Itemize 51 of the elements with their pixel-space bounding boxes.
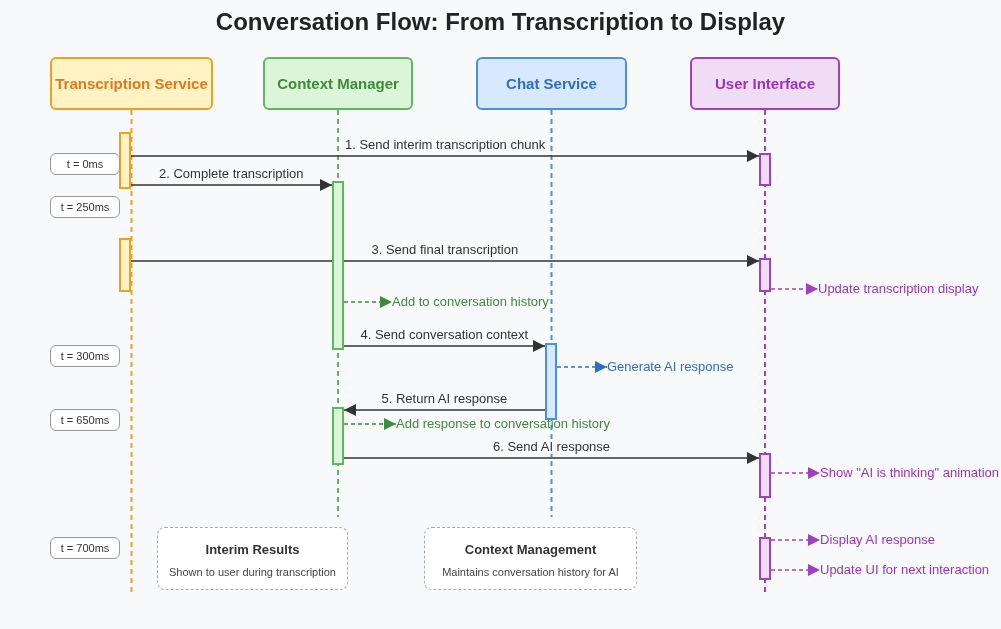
activation-bar	[332, 181, 344, 350]
dashed-arrow	[770, 564, 821, 576]
action-label: Update transcription display	[818, 281, 979, 297]
dashed-arrow	[556, 361, 608, 373]
message-arrow	[343, 404, 546, 416]
message-arrow	[343, 340, 546, 352]
activation-bar	[119, 132, 131, 189]
activation-bar	[759, 537, 771, 580]
participant-box: Transcription Service	[50, 57, 213, 110]
note-heading: Interim Results	[204, 542, 301, 557]
message-arrow	[130, 255, 760, 267]
activation-bar	[545, 343, 557, 420]
message-arrow	[343, 452, 760, 464]
timestamp-label: t = 700ms	[50, 537, 120, 559]
message-arrow	[130, 150, 760, 162]
dashed-arrow	[770, 283, 819, 295]
activation-bar	[759, 153, 771, 186]
activation-bar	[332, 407, 344, 465]
action-label: Generate AI response	[607, 359, 734, 375]
participant-box: User Interface	[690, 57, 840, 110]
note-card	[157, 527, 348, 590]
timestamp-label: t = 0ms	[50, 153, 120, 175]
action-label: Show "AI is thinking" animation	[820, 465, 1000, 481]
timestamp-label: t = 250ms	[50, 196, 120, 218]
edge-label: 2. Complete transcription	[157, 166, 306, 181]
note-heading: Context Management	[463, 542, 598, 557]
edge-label: 4. Send conversation context	[358, 327, 531, 342]
participant-box: Chat Service	[476, 57, 627, 110]
dashed-arrow	[343, 418, 397, 430]
edge-label: 1. Send interim transcription chunk	[343, 137, 548, 152]
activation-bar	[759, 453, 771, 498]
activation-bar	[759, 258, 771, 292]
diagram-title: Conversation Flow: From Transcription to Display	[214, 8, 787, 36]
dashed-arrow	[770, 467, 821, 479]
edge-label: 3. Send final transcription	[369, 242, 521, 257]
dashed-arrow	[343, 296, 393, 308]
dashed-arrow	[770, 534, 821, 546]
note-text: Maintains conversation history for AI	[441, 566, 620, 578]
action-label: Add response to conversation history	[396, 416, 610, 432]
message-arrow	[130, 179, 333, 191]
action-label: Add to conversation history	[392, 294, 549, 310]
action-label: Display AI response	[820, 532, 935, 548]
timestamp-label: t = 650ms	[50, 409, 120, 431]
note-text: Shown to user during transcription	[168, 566, 337, 578]
note-card	[424, 527, 637, 590]
participant-box: Context Manager	[263, 57, 413, 110]
edge-label: 6. Send AI response	[491, 439, 613, 454]
edge-label: 5. Return AI response	[379, 391, 510, 406]
activation-bar	[119, 238, 131, 292]
timestamp-label: t = 300ms	[50, 345, 120, 367]
action-label: Update UI for next interaction	[820, 562, 990, 578]
